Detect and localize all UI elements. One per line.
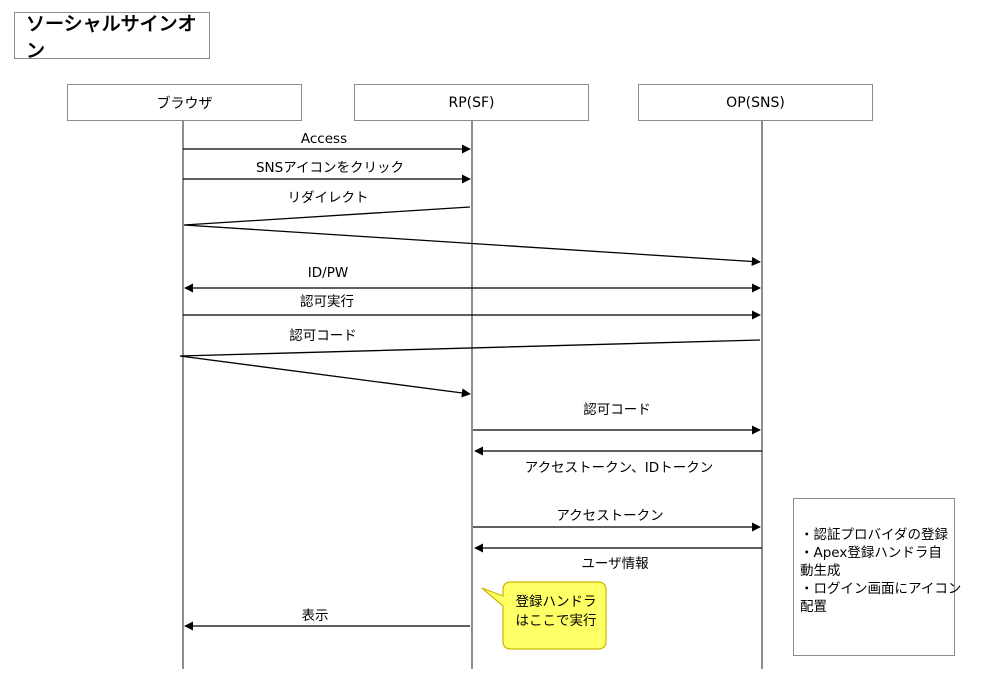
message-tokens-label: アクセストークン、IDトークン bbox=[525, 460, 713, 476]
callout-line: 登録ハンドラ bbox=[515, 594, 597, 610]
diagram-title: ソーシャルサインオン bbox=[14, 12, 210, 62]
message-display-label: 表示 bbox=[302, 608, 329, 624]
actor-browser: ブラウザ bbox=[67, 84, 302, 121]
message-redirect-label: リダイレクト bbox=[288, 190, 369, 206]
callout-bubble bbox=[481, 581, 607, 650]
message-authcode-redirect-label: 認可コード bbox=[289, 328, 357, 344]
message-access-label: Access bbox=[301, 131, 347, 147]
note-line: ・ログイン画面にアイコン bbox=[800, 581, 962, 597]
callout-line: はここで実行 bbox=[515, 613, 597, 629]
note-line: ・認証プロバイダの登録 bbox=[800, 527, 948, 543]
note-line: 動生成 bbox=[800, 563, 841, 579]
message-authcode-redirect-arrow bbox=[179, 339, 761, 398]
message-sns-click-label: SNSアイコンをクリック bbox=[256, 160, 404, 176]
message-authcode-label: 認可コード bbox=[583, 402, 651, 418]
note-line: 配置 bbox=[800, 599, 827, 615]
note-box: ・認証プロバイダの登録 ・Apex登録ハンドラ自 動生成 ・ログイン画面にアイコ… bbox=[793, 498, 962, 656]
message-redirect-arrow bbox=[183, 206, 761, 267]
actor-rp: RP(SF) bbox=[354, 84, 589, 121]
actor-op: OP(SNS) bbox=[638, 84, 873, 121]
message-idpw-label: ID/PW bbox=[308, 265, 348, 281]
message-authorize-label: 認可実行 bbox=[300, 294, 354, 310]
message-userinfo-label: ユーザ情報 bbox=[581, 556, 649, 572]
note-line: ・Apex登録ハンドラ自 bbox=[800, 545, 942, 561]
callout-text: 登録ハンドラ はここで実行 bbox=[506, 593, 606, 631]
message-access-token-label: アクセストークン bbox=[556, 508, 663, 524]
